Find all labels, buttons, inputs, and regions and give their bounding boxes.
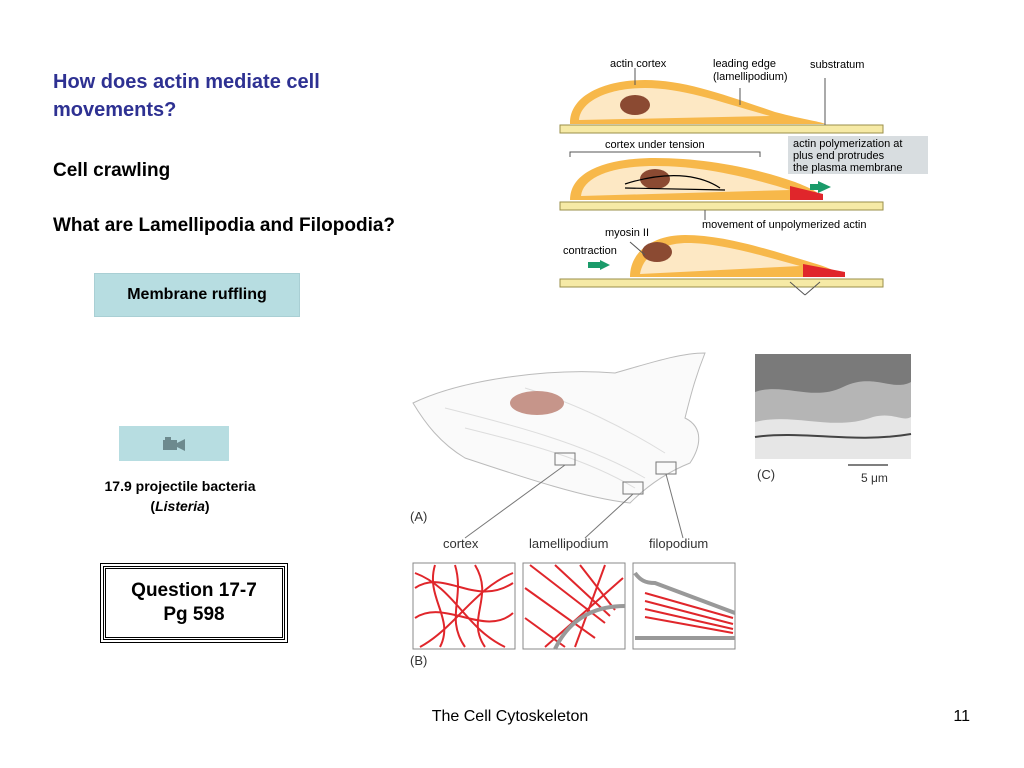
- nucleus-2: [640, 169, 670, 189]
- scale-bar-label: 5 μm: [861, 471, 888, 485]
- nucleus-3: [642, 242, 672, 262]
- cortex-panel: [412, 562, 516, 650]
- cell-nucleus: [510, 391, 564, 415]
- video-caption-line2: (Listeria): [150, 498, 210, 514]
- question-line2: Pg 598: [163, 604, 225, 625]
- video-caption-line1: 17.9 projectile bacteria: [104, 478, 256, 494]
- label-leading-edge: leading edge: [713, 58, 776, 70]
- label-contraction: contraction: [563, 245, 617, 257]
- protrude-arrow: [818, 181, 831, 193]
- listeria-label: Listeria: [155, 498, 205, 514]
- video-play-button[interactable]: [119, 426, 229, 461]
- cell-outline: [412, 352, 706, 504]
- micrograph-figure: (C) 5 μm: [754, 354, 912, 485]
- label-actin-cortex: actin cortex: [610, 58, 667, 70]
- nucleus-1: [620, 95, 650, 115]
- cell-crawling-figure: actin cortex leading edge (lamellipodium…: [559, 58, 928, 296]
- page-number: 11: [953, 708, 970, 725]
- cell-structure-figure: (A) cortex lamellipodium filopodium (B): [410, 352, 736, 668]
- video-caption: 17.9 projectile bacteria (Listeria): [70, 476, 290, 516]
- question-line1: Question 17-7: [131, 580, 257, 601]
- label-cortex-tension: cortex under tension: [605, 139, 705, 151]
- membrane-ruffling-button[interactable]: Membrane ruffling: [94, 273, 300, 317]
- substratum-bar-1: [559, 124, 884, 134]
- substratum-bar-3: [559, 278, 884, 288]
- label-lamellipodium: (lamellipodium): [713, 71, 788, 83]
- membrane-ruffling-label: Membrane ruffling: [127, 286, 267, 303]
- label-polymerization-1: actin polymerization at: [793, 138, 902, 150]
- label-lamellipodium-b: lamellipodium: [529, 536, 608, 551]
- label-polymerization-2: plus end protrudes: [793, 150, 885, 162]
- question-box: Question 17-7 Pg 598: [100, 563, 288, 643]
- label-filopodium: filopodium: [649, 536, 708, 551]
- label-C: (C): [757, 467, 775, 482]
- subtitle-lamellipodia-question: What are Lamellipodia and Filopodia?: [53, 215, 396, 236]
- video-camera-icon: [163, 436, 185, 451]
- subtitle-cell-crawling: Cell crawling: [53, 160, 171, 181]
- label-polymerization-3: the plasma membrane: [793, 162, 902, 174]
- label-cortex: cortex: [443, 536, 479, 551]
- contraction-arrow: [600, 260, 610, 270]
- label-B: (B): [410, 653, 427, 668]
- label-A: (A): [410, 509, 427, 524]
- substratum-bar-2: [559, 201, 884, 211]
- label-myosin: myosin II: [605, 227, 649, 239]
- label-substratum: substratum: [810, 59, 864, 71]
- label-unpolymerized-actin: movement of unpolymerized actin: [702, 219, 866, 231]
- footer-title: The Cell Cytoskeleton: [431, 708, 589, 725]
- slide-title: How does actin mediate cell movements?: [53, 71, 320, 121]
